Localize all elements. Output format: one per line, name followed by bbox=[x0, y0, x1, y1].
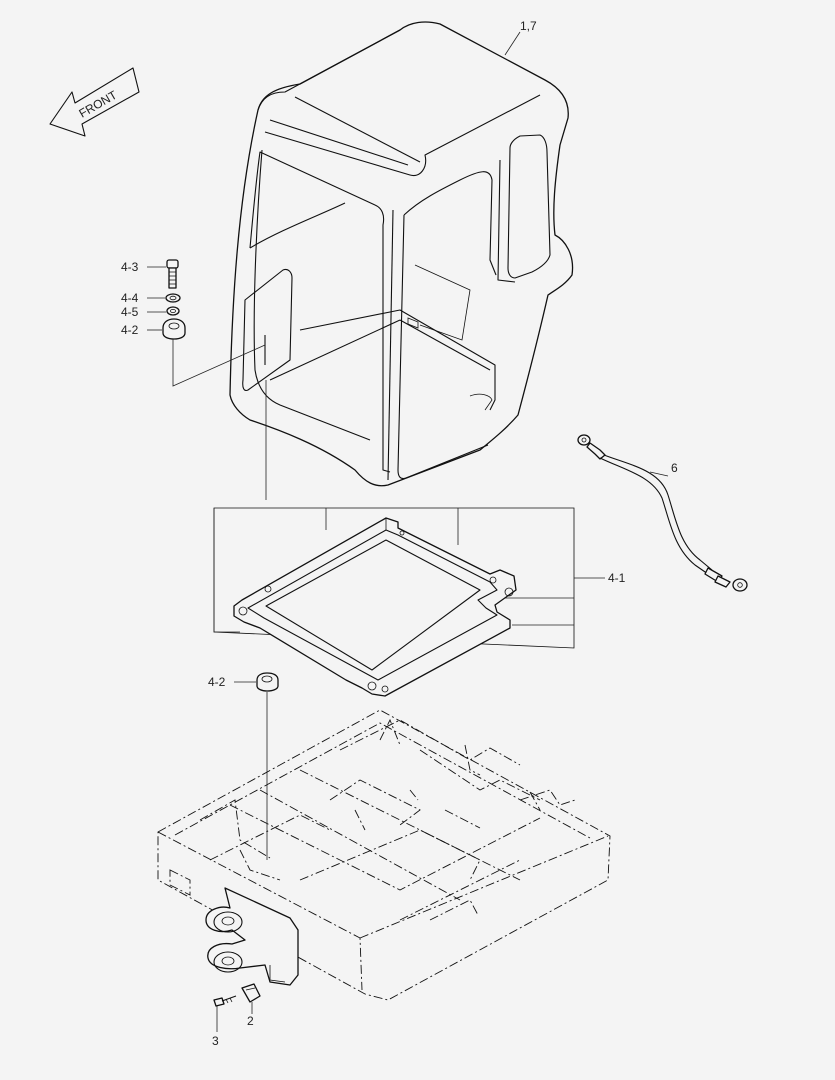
screw-3 bbox=[213, 995, 237, 1007]
washer-4-5 bbox=[166, 306, 180, 316]
ground-cable-6 bbox=[577, 434, 748, 592]
label-clip: 2 bbox=[247, 1014, 254, 1028]
label-screw: 3 bbox=[212, 1034, 219, 1048]
label-washer-b: 4-5 bbox=[121, 305, 139, 319]
label-mount-upper: 4-2 bbox=[121, 323, 139, 337]
label-cab: 1,7 bbox=[520, 19, 537, 33]
label-bolt: 4-3 bbox=[121, 260, 139, 274]
clip-2 bbox=[241, 983, 261, 1003]
label-frame: 4-1 bbox=[608, 571, 626, 585]
label-mount-lower: 4-2 bbox=[208, 675, 226, 689]
rubber-mount-lower bbox=[256, 672, 279, 692]
label-ground-cable: 6 bbox=[671, 461, 678, 475]
washer-4-4 bbox=[165, 293, 181, 303]
front-direction-arrow: FRONT bbox=[49, 67, 140, 137]
label-washer-a: 4-4 bbox=[121, 291, 139, 305]
rubber-mount-upper bbox=[162, 318, 186, 340]
mount-frame-4-1 bbox=[213, 507, 605, 697]
operator-cab bbox=[229, 21, 574, 487]
bolt-4-3 bbox=[166, 259, 179, 289]
mount-leader-line bbox=[172, 339, 266, 387]
upper-frame-base bbox=[157, 709, 611, 1001]
front-arrow-label: FRONT bbox=[77, 87, 120, 120]
boom-foot-bracket bbox=[205, 887, 299, 986]
